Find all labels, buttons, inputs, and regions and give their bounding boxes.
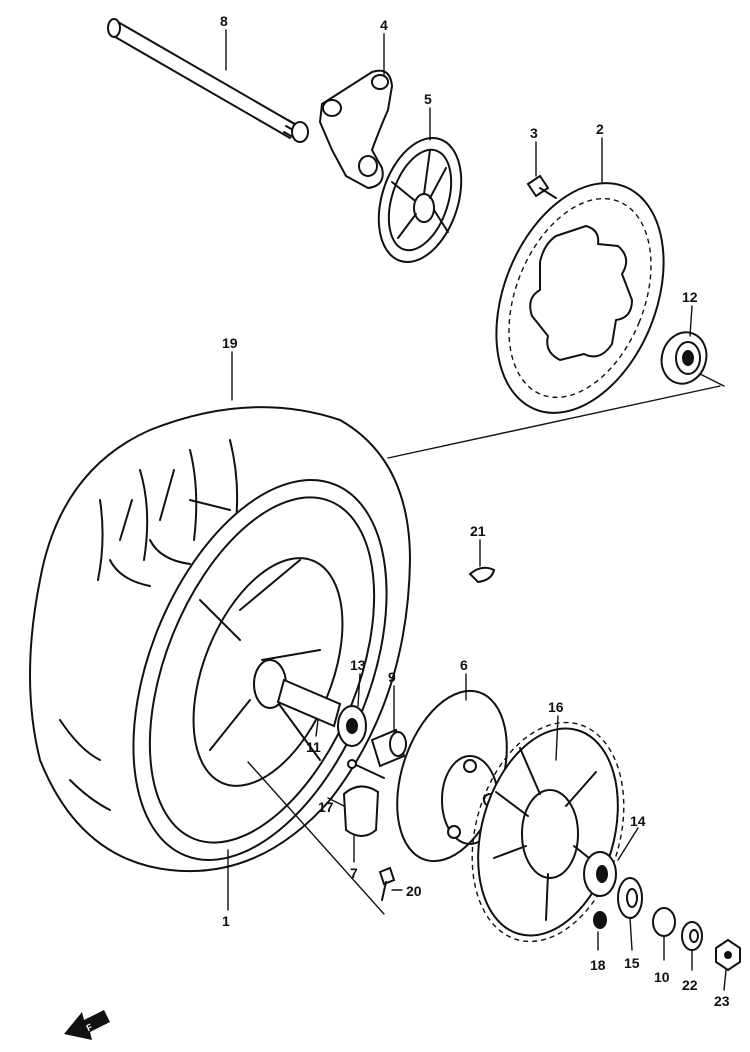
callout-17: 17 (318, 799, 334, 815)
bearing-right (660, 331, 725, 387)
callout-13: 13 (350, 657, 366, 673)
tire-and-rim (29, 406, 412, 873)
callout-12: 12 (682, 289, 698, 305)
cush-rubber (342, 785, 380, 837)
washer-22 (681, 921, 703, 951)
callouts: 8 4 5 3 2 12 19 21 13 9 6 16 11 17 7 20 … (220, 13, 730, 1009)
callout-2: 2 (596, 121, 604, 137)
leader-lines (225, 29, 727, 991)
callout-16: 16 (548, 699, 564, 715)
callout-10: 10 (654, 969, 670, 985)
callout-6-lower: 6 (460, 657, 468, 673)
callout-1: 1 (222, 913, 230, 929)
callout-15: 15 (624, 955, 640, 971)
spacer (276, 678, 342, 728)
spacer-10 (652, 907, 676, 937)
balance-weight (468, 566, 496, 584)
front-arrow-label: F (85, 1022, 95, 1034)
callout-3: 3 (530, 125, 538, 141)
callout-19: 19 (222, 335, 238, 351)
valve (378, 866, 396, 901)
rear-axle (107, 18, 309, 143)
nut-23 (715, 938, 741, 972)
stud-bolt (347, 759, 385, 779)
callout-7: 7 (350, 865, 358, 881)
hub-plate (377, 137, 463, 263)
front-arrow-icon: F (64, 1010, 110, 1040)
callout-23: 23 (714, 993, 730, 1009)
callout-22: 22 (682, 977, 698, 993)
callout-5: 5 (424, 91, 432, 107)
bearing-left (337, 705, 367, 747)
bearing-14 (583, 851, 617, 897)
caliper-bracket (318, 69, 394, 190)
callout-8: 8 (220, 13, 228, 29)
callout-4: 4 (380, 17, 388, 33)
callout-20: 20 (406, 883, 422, 899)
callout-21: 21 (470, 523, 486, 539)
reference-lines (227, 385, 721, 915)
callout-9: 9 (388, 669, 396, 685)
callout-14: 14 (630, 813, 646, 829)
brake-disc (495, 182, 665, 414)
callout-11: 11 (306, 739, 321, 755)
washer-15 (617, 877, 643, 919)
callout-18: 18 (590, 957, 606, 973)
sleeve (370, 728, 407, 768)
nut-18 (593, 911, 607, 929)
disc-bolt (526, 174, 557, 199)
